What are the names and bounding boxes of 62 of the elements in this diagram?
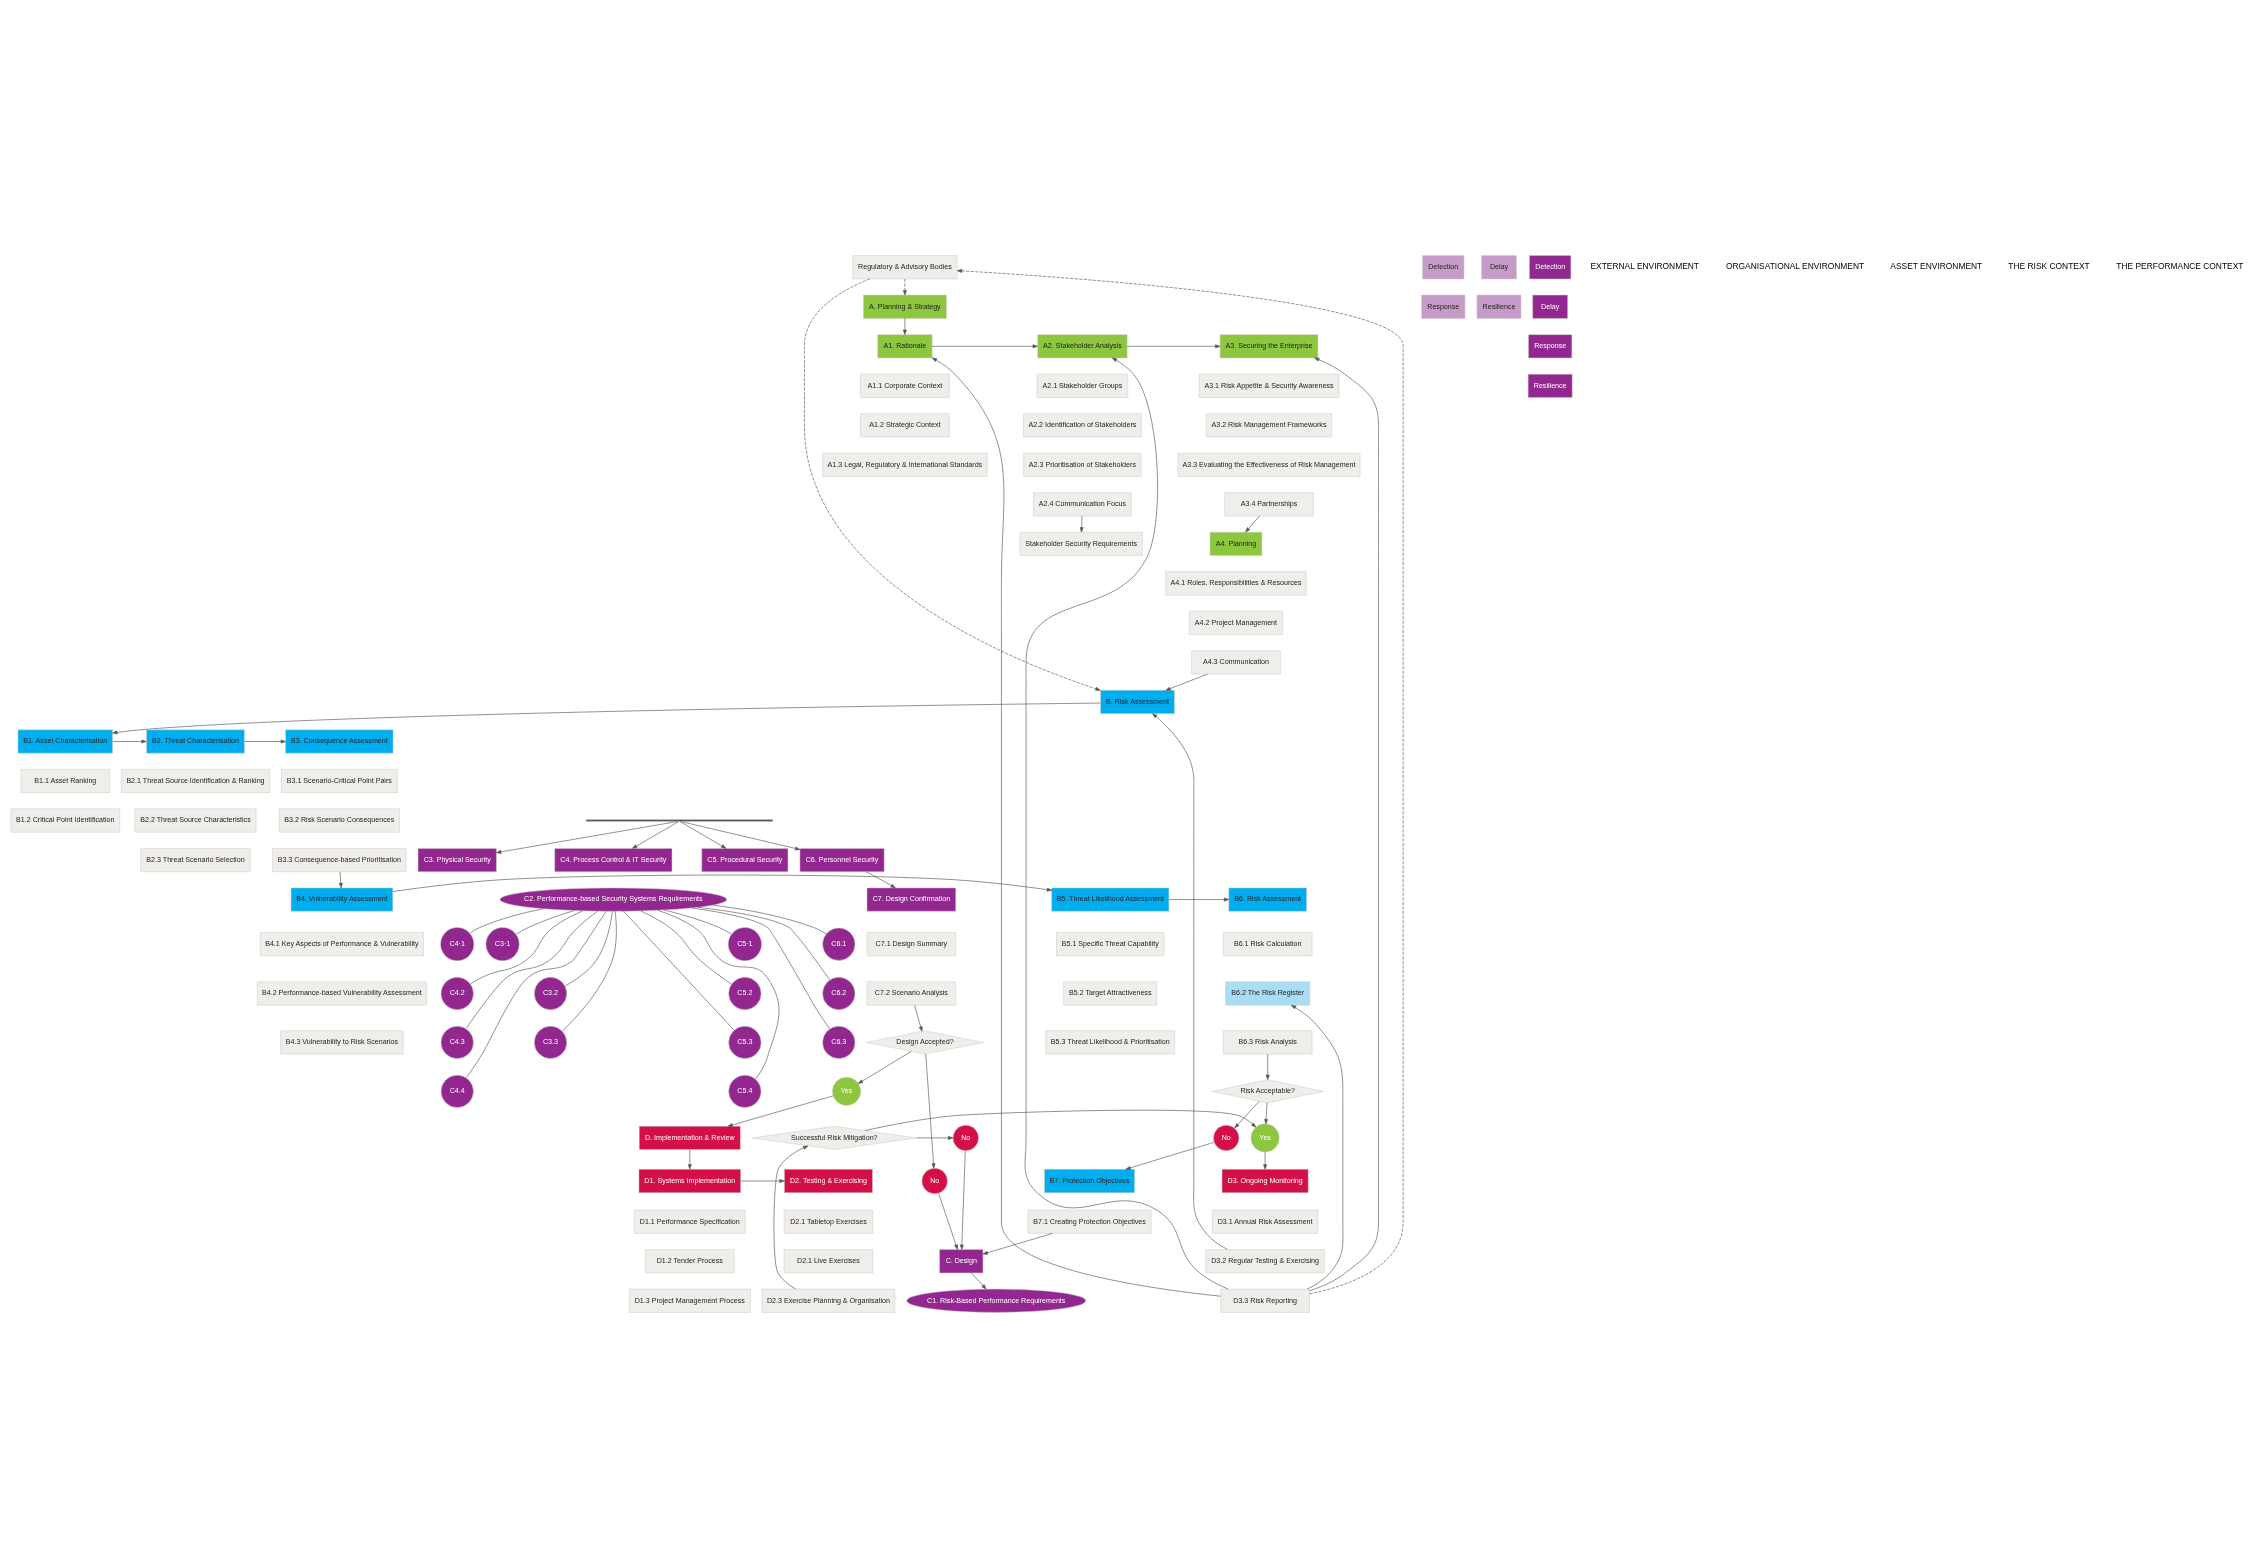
arrow bbox=[971, 1272, 987, 1289]
connector bbox=[691, 907, 830, 1029]
arrow bbox=[1291, 1004, 1344, 1289]
connector bbox=[697, 906, 830, 980]
arrow bbox=[959, 1150, 966, 1250]
arrow bbox=[496, 820, 678, 854]
connector bbox=[564, 910, 613, 986]
arrow bbox=[931, 357, 1221, 1297]
arrow bbox=[392, 874, 1052, 892]
label: ASSET ENVIRONMENT bbox=[1890, 260, 1983, 271]
arrow bbox=[679, 820, 727, 849]
arrow bbox=[1263, 1151, 1267, 1169]
label: THE RISK CONTEXT bbox=[2008, 260, 2090, 271]
arrow bbox=[864, 1109, 1257, 1131]
arrow bbox=[1125, 1141, 1215, 1170]
arrow bbox=[1309, 357, 1379, 1291]
connector bbox=[623, 910, 735, 1030]
arrow bbox=[1168, 897, 1230, 901]
arrow bbox=[938, 1192, 958, 1250]
arrow bbox=[773, 1145, 809, 1289]
arrow bbox=[727, 1095, 834, 1127]
label: THE PERFORMANCE CONTEXT bbox=[2116, 260, 2244, 271]
arrow bbox=[1165, 673, 1208, 691]
arrow bbox=[244, 739, 286, 743]
arrow bbox=[1264, 1102, 1269, 1124]
label: EXTERNAL ENVIRONMENT bbox=[1590, 260, 1700, 271]
label: ORGANISATIONAL ENVIRONMENT bbox=[1725, 260, 1865, 271]
arrow bbox=[857, 1050, 912, 1084]
connector bbox=[515, 909, 575, 934]
arrow bbox=[1079, 515, 1084, 532]
connector bbox=[469, 907, 544, 933]
arrow bbox=[916, 1135, 954, 1140]
connector bbox=[466, 910, 607, 1078]
connector bbox=[664, 909, 732, 934]
arrow bbox=[982, 1232, 1053, 1255]
arrow bbox=[740, 1178, 785, 1183]
connector bbox=[465, 910, 598, 1029]
arrow bbox=[632, 820, 680, 849]
connector bbox=[657, 909, 780, 1079]
arrow bbox=[1245, 515, 1260, 532]
connector bbox=[640, 910, 732, 984]
connector bbox=[562, 910, 617, 1031]
arrow bbox=[903, 317, 907, 335]
arrow bbox=[865, 870, 896, 888]
arrow bbox=[1152, 712, 1228, 1250]
arrow bbox=[687, 1148, 692, 1169]
connector bbox=[712, 904, 827, 934]
arrow bbox=[1265, 1053, 1270, 1080]
arrow bbox=[338, 870, 343, 888]
arrow bbox=[112, 702, 1101, 734]
arrow bbox=[903, 278, 907, 295]
arrow bbox=[914, 1004, 923, 1032]
arrow bbox=[680, 820, 801, 850]
node-bar bbox=[585, 818, 773, 822]
arrow bbox=[112, 739, 147, 743]
connector bbox=[470, 910, 584, 984]
arrow bbox=[956, 268, 1404, 1294]
arrow bbox=[1234, 1100, 1260, 1128]
arrow bbox=[1126, 343, 1221, 348]
arrow bbox=[804, 278, 1101, 691]
arrow bbox=[931, 343, 1038, 348]
arrow bbox=[925, 1053, 936, 1168]
